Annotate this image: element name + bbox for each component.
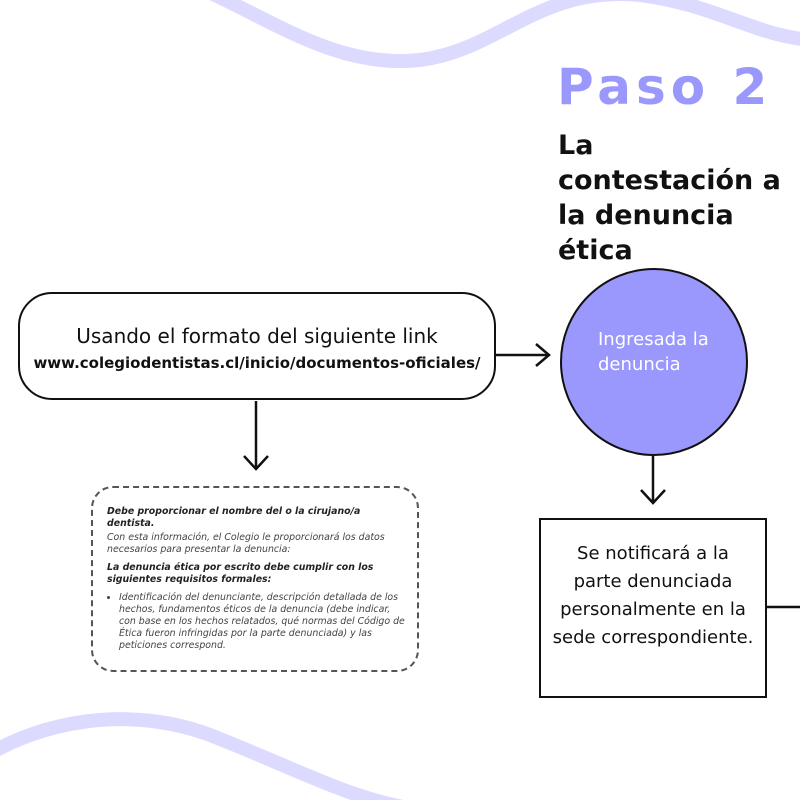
step-title: La contestación a la denuncia ética [558,130,781,266]
requirements-box [91,486,419,672]
requirements-subheading: La denuncia ética por escrito debe cumpl… [107,562,374,585]
link-url[interactable]: www.colegiodentistas.cl/inicio/documento… [33,354,481,372]
requirements-list-item: Identificación del denunciante, descripc… [119,592,407,652]
top-wave [209,0,800,69]
notification-box [539,518,767,698]
link-box: Usando el formato del siguiente link www… [18,292,496,400]
requirements-heading: Debe proporcionar el nombre del o la cir… [107,506,361,529]
requirements-content: Debe proporcionar el nombre del o la cir… [107,506,407,652]
notification-text: Se notificará a la parte denunciada pers… [552,543,754,648]
step-label: Paso 2 [557,58,773,116]
status-circle-label: Ingresada la denuncia [598,329,709,375]
requirements-note: Con esta información, el Colegio le prop… [107,532,385,555]
link-intro-text: Usando el formato del siguiente link [76,324,438,348]
status-circle [560,268,748,456]
requirements-list: Identificación del denunciante, descripc… [107,592,407,652]
bottom-wave [0,712,404,800]
